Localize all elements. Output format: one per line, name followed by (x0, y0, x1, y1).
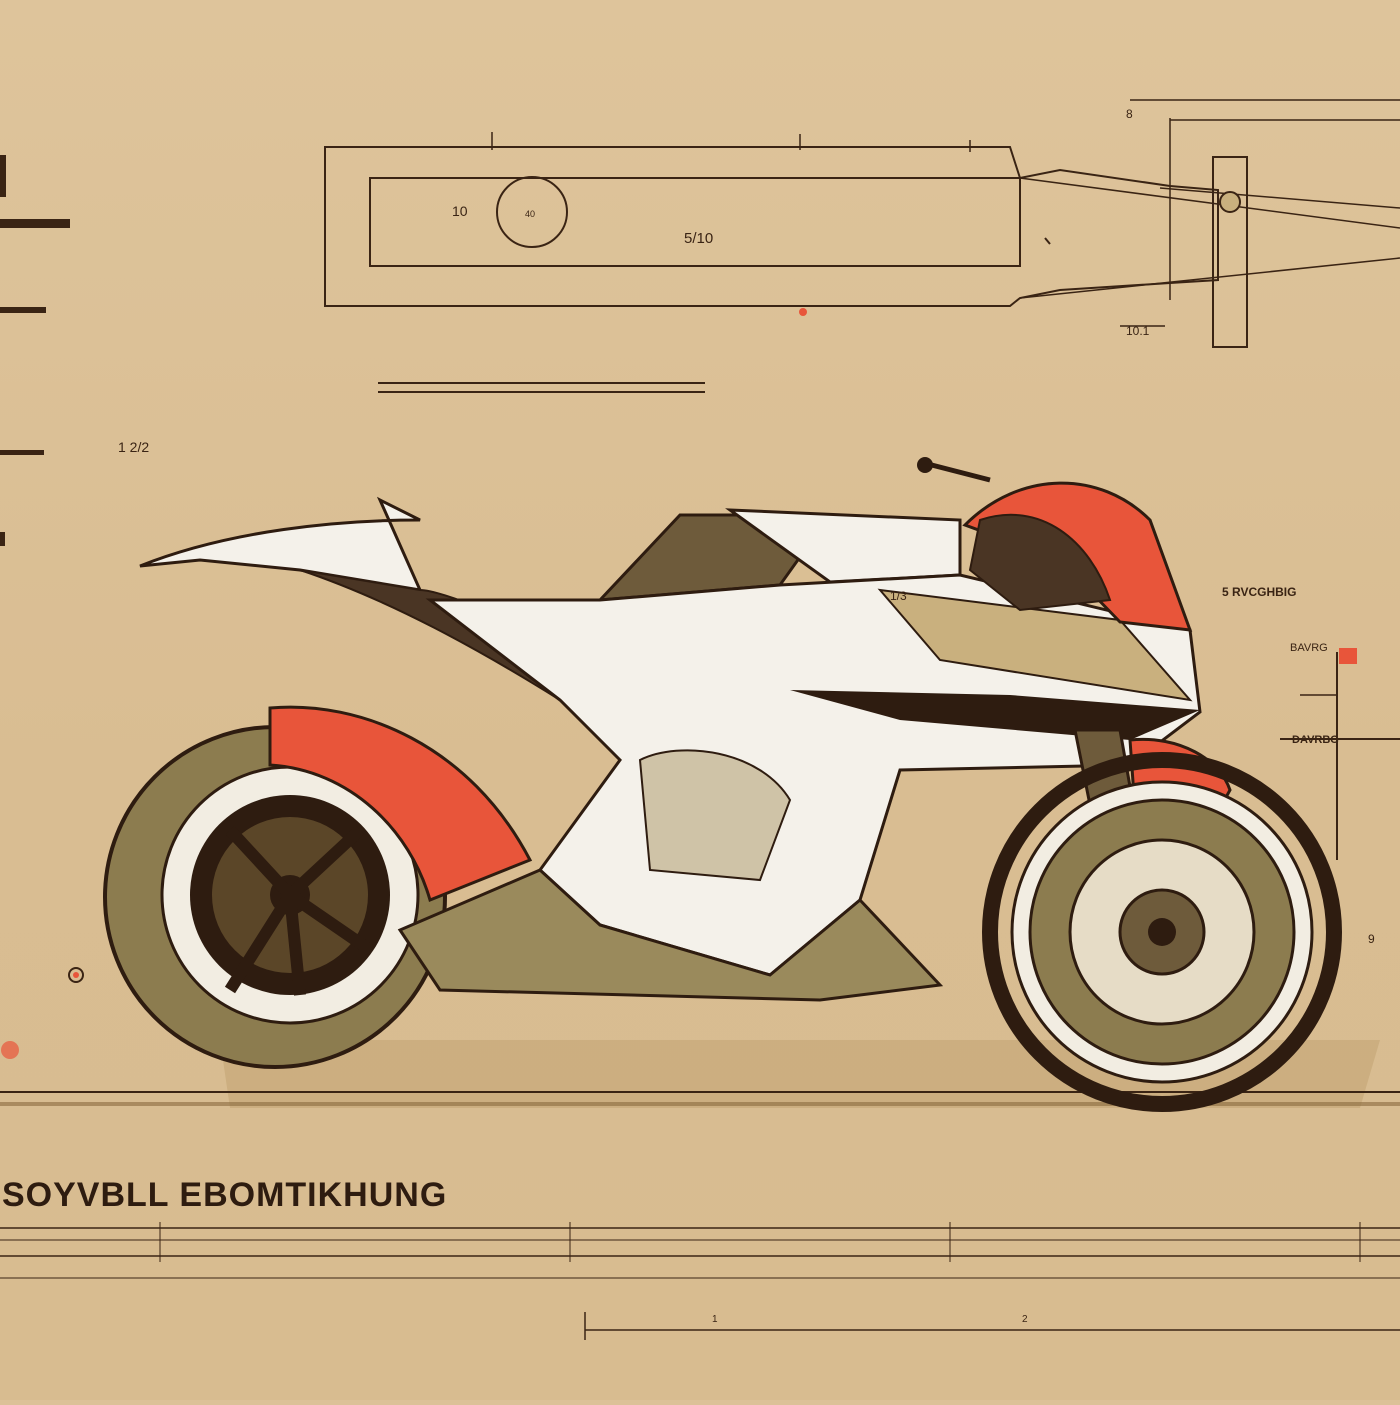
sketch-note: 1/3 (890, 589, 907, 603)
title-block-lines (0, 1222, 1400, 1340)
bore-label: 10 (452, 203, 468, 219)
front-wheel (982, 752, 1342, 1112)
circle-label: 40 (525, 209, 535, 219)
rear-wheel (103, 725, 447, 1069)
motorcycle-illustration (0, 457, 1400, 1112)
right-number: 9 (1368, 932, 1375, 946)
left-edge-marks (0, 155, 70, 546)
red-marker-dot (799, 308, 807, 316)
rear-fender-red (268, 705, 533, 903)
footer-number-1: 1 (712, 1314, 718, 1325)
small-dimension-label: 10.1 (1126, 324, 1150, 338)
top-technical-drawing (324, 99, 1400, 393)
top-dimension-label: 8 (1126, 107, 1133, 121)
fairing-stripe (790, 690, 1200, 740)
spec-label-2: BAVRG (1290, 642, 1328, 654)
footer-number-2: 2 (1022, 1314, 1028, 1325)
belly-pan (397, 868, 944, 1002)
bore-circle (496, 176, 568, 248)
spec-label-1: 5 RVCGHBIG (1222, 585, 1296, 599)
drawing-title: SOYVBLL EBOMTIKHUNG (2, 1176, 447, 1214)
main-fairing (425, 573, 1202, 977)
scale-label: 1 2/2 (118, 439, 149, 455)
red-spec-marker (1339, 648, 1357, 664)
engine-block (638, 749, 792, 882)
spec-label-3: DAVRBG (1292, 734, 1339, 746)
tail-cowl (139, 496, 423, 592)
right-callouts (1280, 652, 1400, 860)
length-label: 5/10 (684, 230, 713, 247)
